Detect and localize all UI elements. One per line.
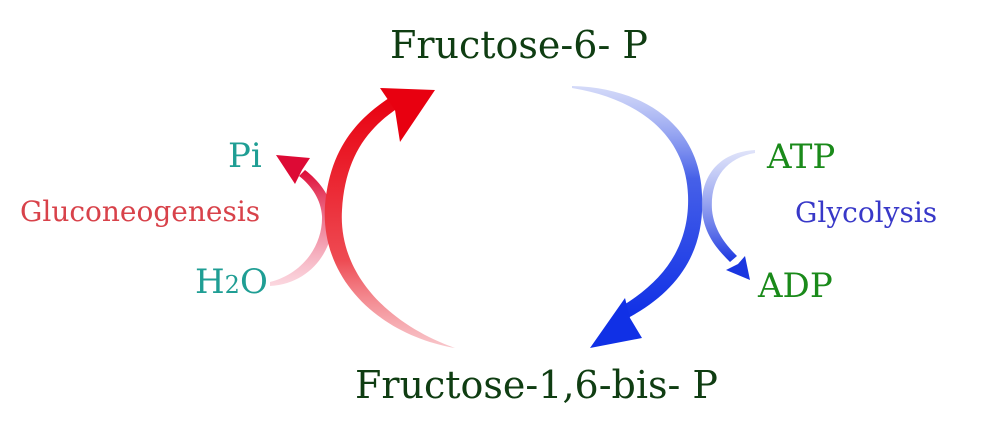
gluconeogenesis-side-arrow [270,155,334,286]
gluconeogenesis-arrow [324,88,455,348]
gluconeogenesis-label: Gluconeogenesis [20,195,261,228]
fructose-1-6-bisphosphate-label: Fructose-1,6-bis- P [355,363,719,407]
fructose-6-phosphate-label: Fructose-6- P [390,23,648,67]
h2o-label: H2O [195,262,268,302]
glycolysis-side-arrow [701,150,755,280]
pi-label: Pi [228,136,262,176]
glycolysis-label: Glycolysis [795,196,938,229]
atp-label: ATP [767,137,836,177]
glycolysis-arrow [572,86,703,348]
adp-label: ADP [758,266,833,306]
